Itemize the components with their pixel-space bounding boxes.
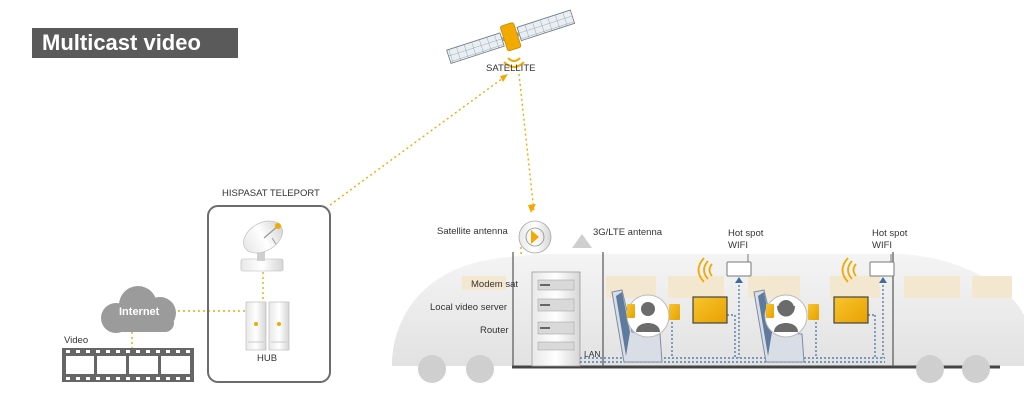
internet-cloud-icon [101,286,176,333]
passenger-avatar-2 [774,300,798,332]
hotspot-sub-label-1: WIFI [728,240,749,251]
hub-label: HUB [257,353,278,364]
lte-antenna-label: 3G/LTE antenna [593,227,663,238]
hotspot-label-2: Hot spot [872,228,908,239]
hotspot-label-1: Hot spot [728,228,764,239]
lte-antenna-icon [572,234,592,248]
hub-server-icon [245,301,290,351]
passenger-avatar-1 [636,302,660,332]
wifi-hotspot-icon-1 [697,254,752,283]
local-server-label: Local video server [430,302,508,313]
satellite-antenna-label: Satellite antenna [437,226,508,237]
equipment-rack-icon [531,271,581,367]
teleport-label: HISPASAT TELEPORT [222,188,320,199]
arrow-to-antenna [528,204,536,213]
router-label: Router [480,325,509,336]
arrow-to-satellite [500,74,508,82]
satellite-dish-icon [240,220,284,272]
internet-label: Internet [119,306,160,318]
film-strip-icon [62,348,194,382]
seatback-screen-1 [692,296,728,324]
video-label: Video [64,335,89,346]
uplink-teleport-satellite [329,77,504,206]
modem-label: Modem sat [471,279,518,290]
satellite-antenna-icon [518,220,552,254]
satellite-icon [446,9,576,68]
lan-label: LAN [584,349,601,359]
satellite-label: SATELLITE [486,63,536,74]
teleport-box [207,205,331,383]
passenger-seat-1 [611,289,680,363]
wifi-hotspot-icon-2 [841,254,895,283]
downlink-satellite-train [518,73,535,213]
page-title: Multicast video [32,28,238,58]
passenger-seat-2 [753,289,819,363]
seatback-screen-2 [833,296,869,324]
hotspot-sub-label-2: WIFI [872,240,893,251]
